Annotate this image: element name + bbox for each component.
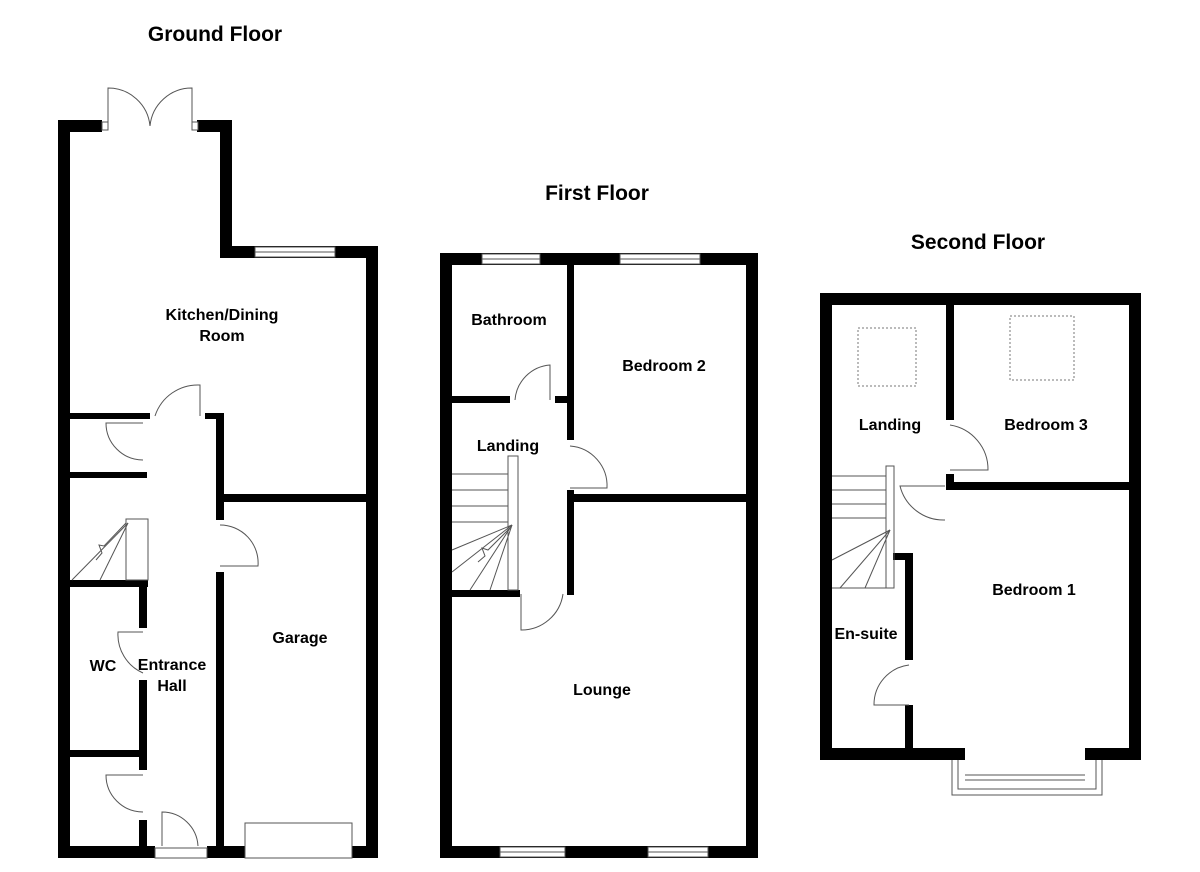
ensuite-label: En-suite [834, 626, 897, 643]
bedroom2-door [569, 445, 608, 489]
lounge-label: Lounge [573, 682, 631, 699]
landing-label: Landing [477, 438, 539, 455]
garage-internal-door [219, 524, 259, 567]
bedroom1-label: Bedroom 1 [992, 582, 1076, 599]
lower-cupboard-door [105, 774, 144, 813]
skylight [1009, 315, 1075, 381]
ensuite-door [873, 664, 910, 706]
cupboard-door [105, 422, 144, 461]
bedroom1-door [899, 485, 946, 521]
landing-label: Landing [859, 417, 921, 434]
garage-label: Garage [272, 630, 327, 647]
bedroom3-door [949, 424, 989, 471]
second-floor-title: Second Floor [911, 231, 1045, 254]
garage-door [244, 822, 353, 859]
bathroom-door [514, 364, 551, 401]
french-doors [101, 87, 199, 131]
wc-label: WC [90, 658, 117, 675]
front-door [154, 811, 208, 859]
stairs [831, 465, 895, 589]
kitchen-door [154, 384, 201, 417]
wc-door [117, 631, 144, 674]
lounge-door [520, 593, 564, 631]
second-floor-plan: Landing Bedroom 3 Bedroom 1 En-suite [820, 293, 1141, 796]
ground-floor-title: Ground Floor [148, 23, 282, 46]
stairs [451, 455, 519, 591]
skylight [857, 327, 917, 387]
stairs [71, 518, 149, 581]
bedroom2-label: Bedroom 2 [622, 358, 706, 375]
first-floor-plan: Bathroom Bedroom 2 Landing Lounge [440, 253, 758, 858]
first-floor-title: First Floor [545, 182, 649, 205]
bay-window [951, 760, 1103, 796]
bathroom-label: Bathroom [471, 312, 547, 329]
bedroom3-label: Bedroom 3 [1004, 417, 1088, 434]
